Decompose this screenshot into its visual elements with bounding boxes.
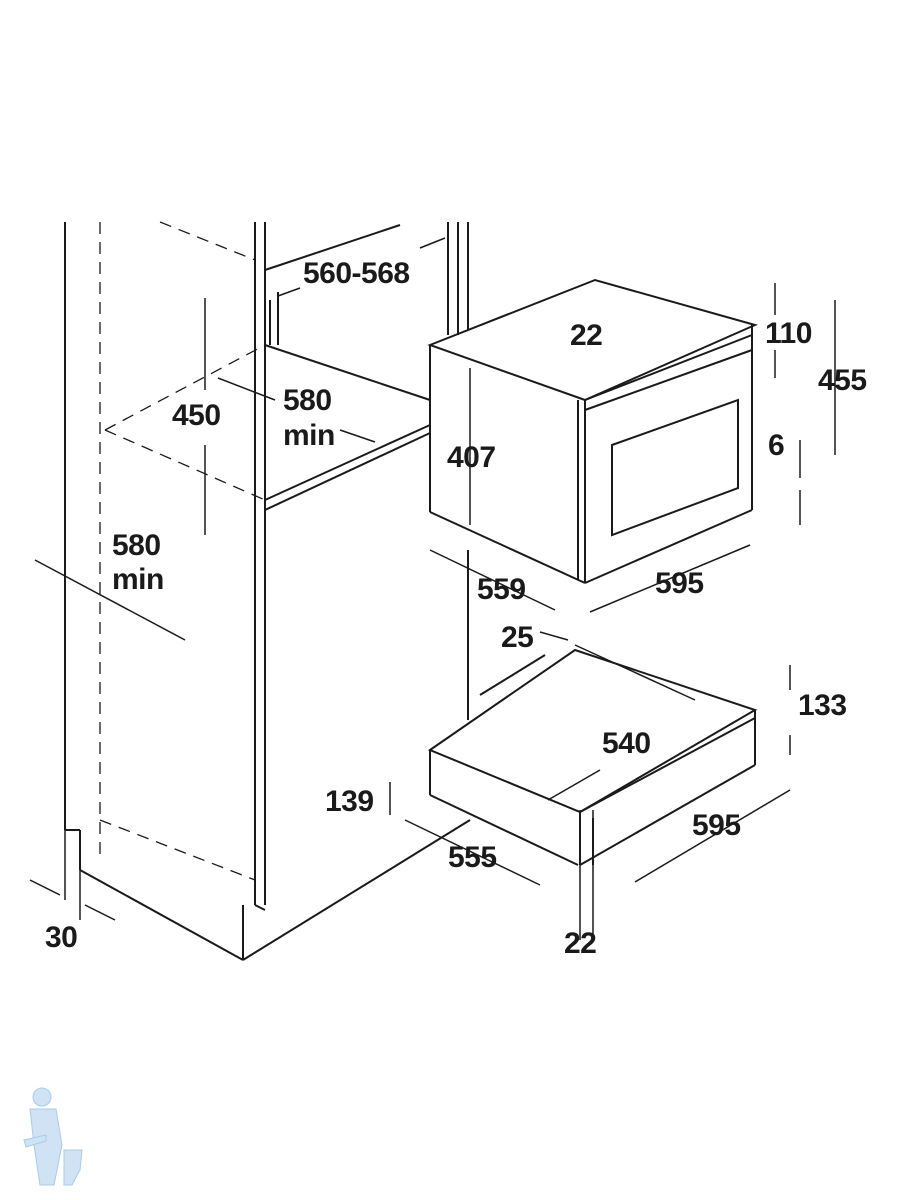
depth-top-unit: min [283, 419, 335, 452]
oven-front-height-label: 110 [765, 317, 812, 350]
drawer-body-depth-label: 555 [448, 841, 497, 874]
oven-outline [427, 278, 758, 584]
drawer-height-right-label: 133 [798, 689, 847, 722]
oven-body-height-label: 407 [447, 441, 496, 474]
depth-side-unit: min [112, 563, 164, 596]
oven-gap-label: 6 [768, 429, 785, 462]
oven-total-height-label: 455 [818, 364, 867, 397]
depth-side-label: 580 [112, 529, 161, 562]
oven-depth-label: 559 [477, 573, 526, 606]
plinth-label: 30 [45, 921, 78, 954]
drawer-height-left-label: 139 [325, 785, 374, 818]
cabinet-outline [64, 221, 471, 961]
niche-height-label: 450 [172, 399, 221, 432]
drawer-front-thickness-label: 22 [564, 927, 597, 960]
niche-width-label: 560-568 [303, 257, 410, 290]
drawer-width-label: 595 [692, 809, 741, 842]
plumber-watermark-logo [23, 1087, 83, 1186]
oven-width-label: 595 [655, 567, 704, 600]
depth-top-label: 580 [283, 384, 332, 417]
drawer-depth-label: 540 [602, 727, 651, 760]
dimension-lines [29, 237, 836, 940]
oven-top-offset-label: 22 [570, 319, 603, 352]
oven-front-depth-label: 25 [501, 621, 534, 654]
